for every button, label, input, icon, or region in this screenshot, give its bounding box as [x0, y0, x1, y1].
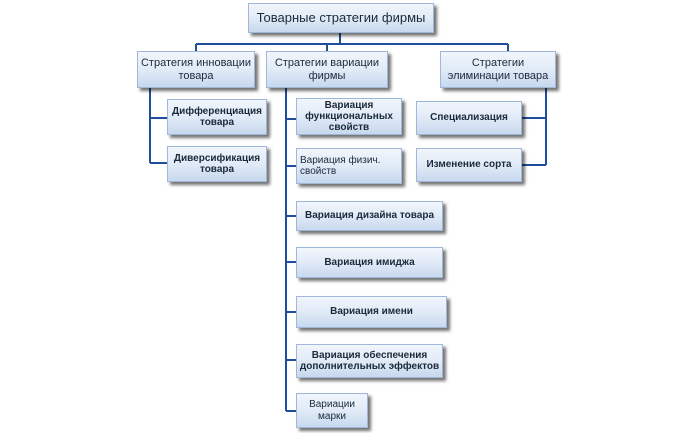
variation-child-name-label: Вариация имени	[330, 306, 413, 318]
variation-child-functional: Вариация функциональных свойств	[296, 98, 402, 135]
variation-child-effects: Вариация обеспечения дополнительных эффе…	[296, 344, 443, 378]
branch-node-elimination-label: Стратегии элиминации товара	[447, 57, 549, 82]
innovation-child-diversification: Диверсификация товара	[167, 146, 267, 182]
elimination-child-specialization-label: Специализация	[430, 112, 508, 124]
variation-child-design: Вариация дизайна товара	[296, 201, 443, 231]
innovation-child-diversification-label: Диверсификация товара	[173, 152, 261, 175]
variation-child-brand-label: Вариации марки	[309, 399, 355, 422]
variation-child-brand: Вариации марки	[296, 393, 368, 428]
branch-node-innovation: Стратегия инновации товара	[137, 51, 255, 88]
variation-child-physical-label: Вариация физич. свойств	[300, 154, 381, 177]
root-node-label: Товарные стратегии фирмы	[256, 9, 426, 25]
branch-node-variation: Стратегии вариации фирмы	[266, 51, 388, 88]
variation-child-functional-label: Вариация функциональных свойств	[305, 99, 393, 134]
variation-child-effects-label: Вариация обеспечения дополнительных эффе…	[299, 349, 440, 372]
branch-node-elimination: Стратегии элиминации товара	[440, 51, 556, 88]
root-node: Товарные стратегии фирмы	[248, 3, 434, 33]
variation-child-physical: Вариация физич. свойств	[296, 148, 402, 184]
branch-node-variation-label: Стратегии вариации фирмы	[274, 57, 380, 82]
variation-child-name: Вариация имени	[296, 296, 447, 328]
variation-child-image: Вариация имиджа	[296, 247, 443, 278]
innovation-child-differentiation-label: Дифференциация товара	[172, 105, 262, 128]
variation-child-image-label: Вариация имиджа	[324, 256, 415, 268]
branch-node-innovation-label: Стратегия инновации товара	[140, 57, 252, 82]
elimination-child-grade-change-label: Изменение сорта	[426, 159, 512, 171]
elimination-child-grade-change: Изменение сорта	[416, 148, 522, 182]
elimination-child-specialization: Специализация	[416, 101, 522, 135]
variation-child-design-label: Вариация дизайна товара	[304, 210, 435, 222]
innovation-child-differentiation: Дифференциация товара	[167, 99, 267, 135]
